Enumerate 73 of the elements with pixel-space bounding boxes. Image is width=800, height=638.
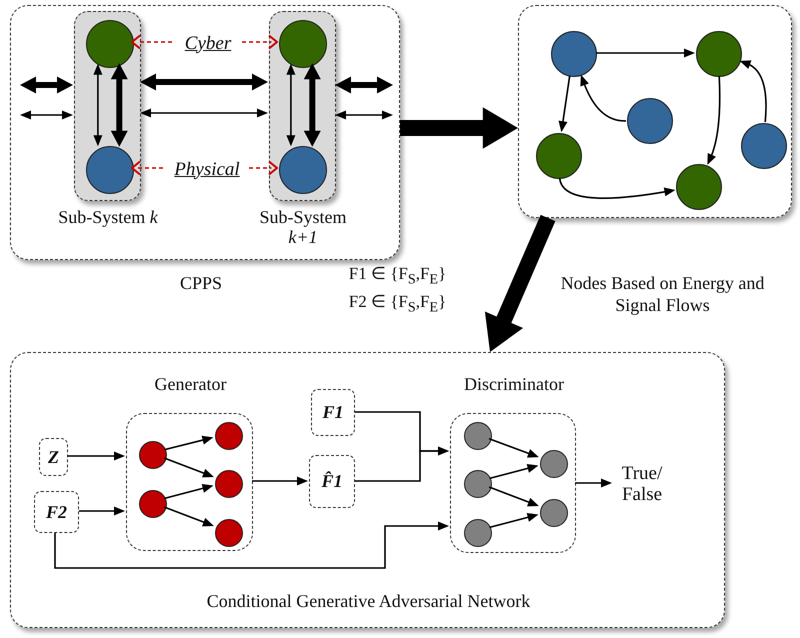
arrow: [78, 506, 125, 516]
arrow: [489, 464, 538, 480]
dashed-arrow: [242, 34, 278, 50]
arrow: [164, 484, 214, 500]
panel-title: Sub-System k: [57, 207, 159, 227]
layer-label: Cyber: [173, 30, 243, 56]
arrow: [54, 522, 449, 569]
panel-title: Generator: [154, 374, 228, 394]
arrow: [740, 60, 767, 122]
double-arrow: [286, 64, 296, 146]
arrow: [484, 214, 556, 352]
arrow: [580, 74, 626, 122]
arrow: [164, 506, 214, 526]
variable-box: Z: [39, 438, 68, 476]
arrow: [67, 452, 125, 460]
panel-title: CPPS: [178, 273, 224, 293]
node-circle: [86, 146, 134, 194]
dashed-arrow: [249, 160, 278, 176]
double-arrow: [20, 76, 73, 94]
node-circle: [215, 470, 243, 498]
node-circle: [464, 519, 492, 547]
network-panel: [10, 352, 725, 628]
panel-title: Sub-System k+1: [258, 207, 348, 247]
arrow: [489, 512, 538, 528]
node-circle: [279, 146, 327, 194]
node-circle: [86, 20, 134, 68]
node-circle: [540, 499, 568, 527]
panel-title: Conditional Generative Adversarial Network: [206, 591, 532, 611]
double-arrow: [20, 110, 73, 120]
dashed-arrow: [131, 160, 163, 176]
node-circle: [540, 450, 568, 478]
arrow: [400, 107, 518, 149]
double-arrow: [93, 64, 102, 146]
variable-box: F̂1: [309, 455, 355, 508]
variable-box: F2: [34, 491, 79, 533]
double-arrow: [335, 110, 393, 120]
arrow: [164, 457, 214, 478]
node-circle: [676, 164, 722, 210]
arrow: [488, 438, 539, 458]
double-arrow: [110, 63, 128, 147]
arrow: [252, 476, 308, 486]
arrow: [558, 178, 676, 199]
layer-label: Physical: [164, 156, 250, 182]
double-arrow: [140, 108, 268, 118]
arrow: [575, 478, 612, 488]
node-circle: [464, 422, 492, 450]
node-circle: [627, 98, 673, 144]
node-circle: [536, 133, 582, 179]
node-circle: [139, 441, 167, 469]
node-circle: [464, 470, 492, 498]
arrow: [354, 446, 449, 482]
double-arrow: [304, 63, 321, 147]
node-circle: [696, 31, 742, 77]
double-arrow: [140, 74, 268, 90]
graph-panel: [518, 5, 792, 218]
dashed-arrow: [131, 34, 172, 50]
double-arrow: [335, 76, 393, 94]
output-label: True/ False: [613, 461, 671, 507]
panel-title: Discriminator: [463, 374, 565, 394]
arrow: [488, 486, 539, 506]
arrow: [164, 436, 214, 450]
set-notation: F1 ∈ {F$_{S}$,F$_{E}$}: [348, 264, 448, 290]
set-notation: F2 ∈ {F$_{S}$,F$_{E}$}: [348, 292, 448, 318]
node-circle: [741, 123, 787, 169]
arrow: [558, 76, 570, 132]
arrow: [708, 76, 721, 166]
node-circle: [139, 490, 167, 518]
node-circle: [215, 519, 243, 547]
node-circle: [551, 31, 597, 77]
arrow: [596, 48, 695, 58]
node-circle: [215, 422, 243, 450]
variable-box: F1: [311, 389, 355, 436]
node-circle: [279, 20, 327, 68]
